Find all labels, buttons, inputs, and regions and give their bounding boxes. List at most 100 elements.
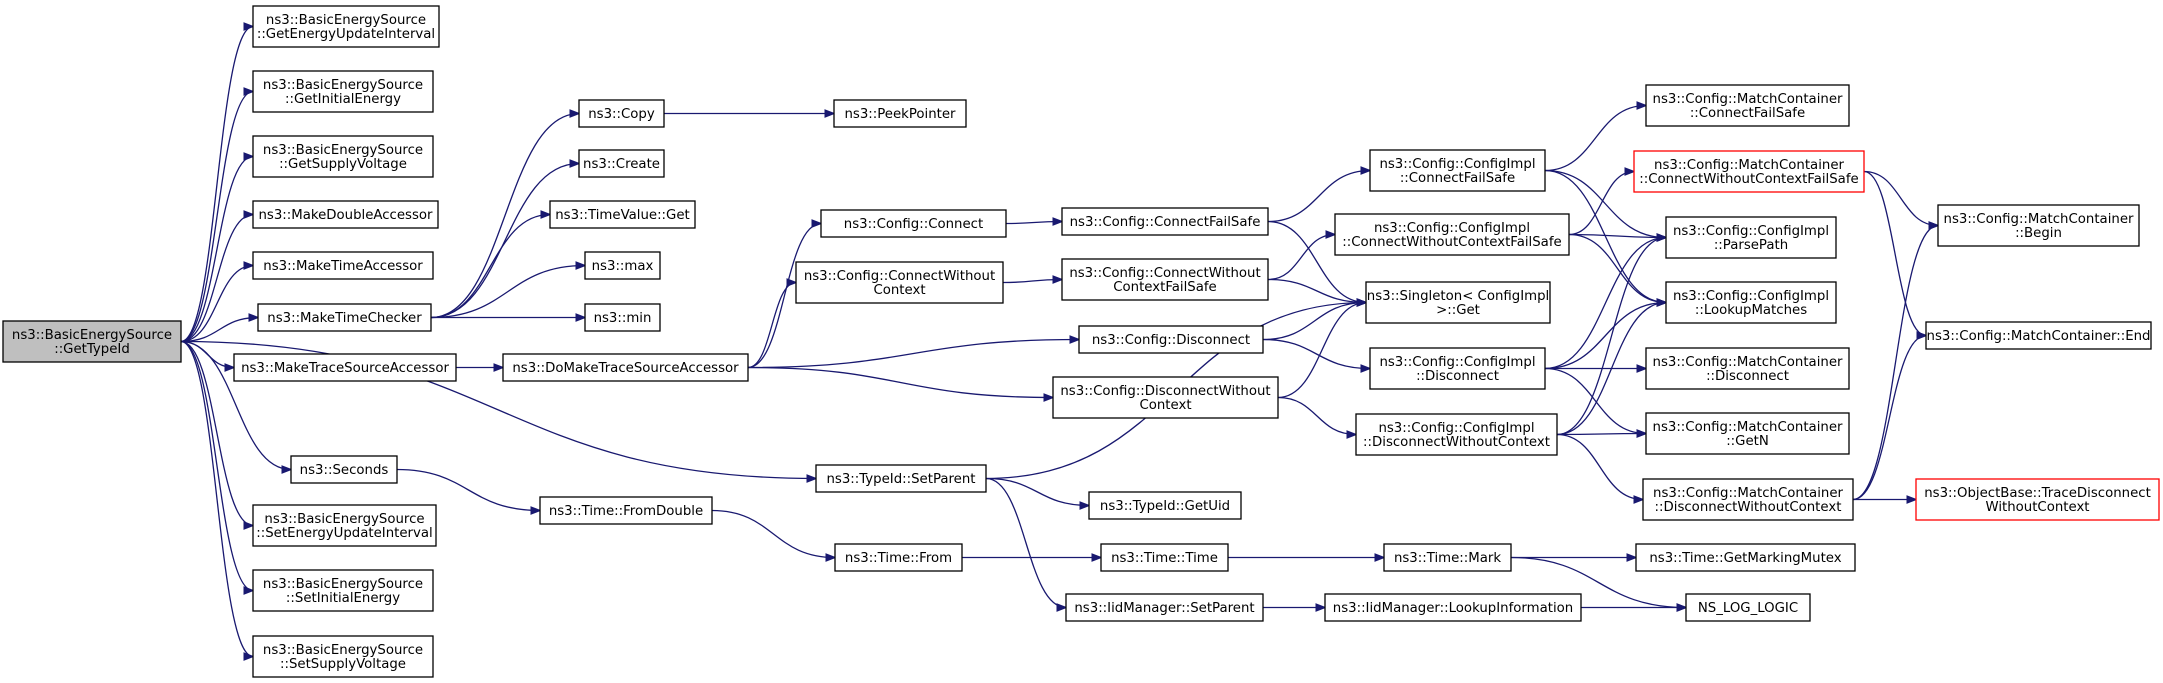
node-lookup-matches[interactable]: ns3::Config::ConfigImpl::LookupMatches bbox=[1665, 281, 1837, 324]
node-root[interactable]: ns3::BasicEnergySource::GetTypeId bbox=[2, 320, 182, 363]
node-mc-disconnect-wo[interactable]: ns3::Config::MatchContainer::DisconnectW… bbox=[1642, 478, 1854, 521]
edge-root-to-get-initial-energy bbox=[180, 92, 253, 343]
node-typeid-setparent[interactable]: ns3::TypeId::SetParent bbox=[815, 464, 987, 493]
edge-root-to-set-supply-voltage bbox=[180, 340, 253, 657]
node-trace-disconnect-wo[interactable]: ns3::ObjectBase::TraceDisconnectWithoutC… bbox=[1915, 478, 2160, 521]
node-mc-begin[interactable]: ns3::Config::MatchContainer::Begin bbox=[1937, 204, 2140, 247]
node-ns-log-logic[interactable]: NS_LOG_LOGIC bbox=[1685, 593, 1811, 622]
node-label: ns3::TimeValue::Get bbox=[555, 208, 690, 223]
edge-seconds-to-time-fromdouble bbox=[396, 468, 540, 511]
call-nodes: ns3::BasicEnergySource::GetTypeIdns3::Ba… bbox=[2, 5, 2160, 678]
node-box bbox=[1100, 543, 1229, 572]
node-do-make-trace[interactable]: ns3::DoMakeTraceSourceAccessor bbox=[502, 353, 749, 382]
node-label: ns3::Config::ConnectWithout bbox=[804, 269, 995, 284]
node-make-time-accessor[interactable]: ns3::MakeTimeAccessor bbox=[252, 251, 434, 280]
node-label: ::LookupMatches bbox=[1695, 303, 1807, 318]
node-mc-getn[interactable]: ns3::Config::MatchContainer::GetN bbox=[1645, 412, 1850, 455]
node-impl-disconnect-wo[interactable]: ns3::Config::ConfigImpl::DisconnectWitho… bbox=[1355, 413, 1558, 456]
node-label: ns3::Config::ConfigImpl bbox=[1379, 157, 1535, 172]
node-config-connect-wo[interactable]: ns3::Config::ConnectWithoutContext bbox=[795, 261, 1004, 304]
node-box bbox=[834, 543, 963, 572]
edge-root-to-get-supply-voltage bbox=[180, 157, 253, 343]
node-get-initial-energy[interactable]: ns3::BasicEnergySource::GetInitialEnergy bbox=[252, 70, 434, 113]
node-make-time-checker[interactable]: ns3::MakeTimeChecker bbox=[257, 303, 432, 332]
node-config-connect-wo-fs[interactable]: ns3::Config::ConnectWithoutContextFailSa… bbox=[1061, 258, 1269, 301]
node-box bbox=[578, 149, 665, 178]
edge-impl-connect-fs-to-lookup-matches bbox=[1544, 169, 1666, 303]
node-get-marking-mutex[interactable]: ns3::Time::GetMarkingMutex bbox=[1635, 543, 1856, 572]
node-label: ns3::Config::MatchContainer bbox=[1653, 92, 1843, 107]
node-max[interactable]: ns3::max bbox=[584, 251, 661, 280]
edge-mc-disconnect-wo-to-mc-end bbox=[1852, 336, 1926, 501]
node-label: ns3::PeekPointer bbox=[844, 107, 956, 122]
node-set-update-interval[interactable]: ns3::BasicEnergySource::SetEnergyUpdateI… bbox=[252, 504, 437, 547]
node-box bbox=[502, 353, 749, 382]
node-box bbox=[833, 99, 967, 128]
node-box bbox=[290, 455, 398, 484]
node-get-supply-voltage[interactable]: ns3::BasicEnergySource::GetSupplyVoltage bbox=[252, 135, 434, 178]
node-min[interactable]: ns3::min bbox=[584, 303, 661, 332]
node-box bbox=[549, 200, 696, 229]
node-box bbox=[1642, 478, 1854, 521]
node-time-fromdouble[interactable]: ns3::Time::FromDouble bbox=[539, 496, 713, 525]
node-label: ns3::Config::Connect bbox=[844, 217, 983, 232]
node-make-double-accessor[interactable]: ns3::MakeDoubleAccessor bbox=[252, 200, 439, 229]
edge-make-time-checker-to-max bbox=[430, 266, 585, 319]
edge-impl-connect-fs-to-parse-path bbox=[1544, 169, 1666, 238]
node-label: ::GetTypeId bbox=[54, 342, 130, 357]
node-make-trace-source-accessor[interactable]: ns3::MakeTraceSourceAccessor bbox=[233, 353, 457, 382]
node-box bbox=[1685, 593, 1811, 622]
node-mc-connect-fs[interactable]: ns3::Config::MatchContainer::ConnectFail… bbox=[1645, 84, 1850, 127]
node-mc-disconnect[interactable]: ns3::Config::MatchContainer::Disconnect bbox=[1645, 347, 1850, 390]
node-config-connect[interactable]: ns3::Config::Connect bbox=[820, 209, 1007, 238]
node-box bbox=[1324, 593, 1582, 622]
node-label: ::Disconnect bbox=[1416, 369, 1499, 384]
node-create[interactable]: ns3::Create bbox=[578, 149, 665, 178]
node-typeid-getuid[interactable]: ns3::TypeId::GetUid bbox=[1088, 491, 1242, 520]
node-config-disconnect[interactable]: ns3::Config::Disconnect bbox=[1078, 325, 1264, 354]
node-time-mark[interactable]: ns3::Time::Mark bbox=[1383, 543, 1512, 572]
node-box bbox=[1052, 376, 1279, 419]
node-label: ns3::BasicEnergySource bbox=[12, 328, 172, 343]
node-copy[interactable]: ns3::Copy bbox=[578, 99, 665, 128]
node-label: ::DisconnectWithoutContext bbox=[1363, 435, 1550, 450]
node-label: ns3::Create bbox=[583, 157, 660, 172]
node-time-from[interactable]: ns3::Time::From bbox=[834, 543, 963, 572]
edge-time-mark-to-ns-log-logic bbox=[1510, 556, 1686, 608]
node-impl-connect-fs[interactable]: ns3::Config::ConfigImpl::ConnectFailSafe bbox=[1369, 149, 1546, 192]
edge-do-make-trace-to-config-disconnect-wo bbox=[747, 366, 1053, 398]
node-impl-connect-wo-fs[interactable]: ns3::Config::ConfigImpl::ConnectWithoutC… bbox=[1334, 213, 1570, 256]
node-set-supply-voltage[interactable]: ns3::BasicEnergySource::SetSupplyVoltage bbox=[252, 635, 434, 678]
node-label: ns3::TypeId::GetUid bbox=[1100, 499, 1230, 514]
node-box bbox=[252, 504, 437, 547]
node-timevalue-get[interactable]: ns3::TimeValue::Get bbox=[549, 200, 696, 229]
node-label: ns3::Config::DisconnectWithout bbox=[1060, 384, 1270, 399]
node-mc-end[interactable]: ns3::Config::MatchContainer::End bbox=[1925, 321, 2152, 350]
node-singleton-get[interactable]: ns3::Singleton< ConfigImpl >::Get bbox=[1365, 281, 1551, 324]
node-box bbox=[1355, 413, 1558, 456]
edge-impl-connect-fs-to-mc-connect-fs bbox=[1544, 106, 1646, 172]
node-mc-connect-wo-fs[interactable]: ns3::Config::MatchContainer::ConnectWith… bbox=[1633, 150, 1865, 193]
node-box bbox=[1665, 281, 1837, 324]
node-iid-setparent[interactable]: ns3::IidManager::SetParent bbox=[1065, 593, 1264, 622]
edge-impl-disconnect-to-parse-path bbox=[1544, 238, 1666, 370]
node-get-update-interval[interactable]: ns3::BasicEnergySource::GetEnergyUpdateI… bbox=[252, 5, 440, 48]
node-impl-disconnect[interactable]: ns3::Config::ConfigImpl::Disconnect bbox=[1369, 347, 1546, 390]
node-label: ns3::Seconds bbox=[300, 463, 389, 478]
node-time-time[interactable]: ns3::Time::Time bbox=[1100, 543, 1229, 572]
node-config-disconnect-wo[interactable]: ns3::Config::DisconnectWithoutContext bbox=[1052, 376, 1279, 419]
node-box bbox=[815, 464, 987, 493]
edge-root-to-make-time-accessor bbox=[180, 266, 253, 343]
node-box bbox=[257, 303, 432, 332]
node-set-initial-energy[interactable]: ns3::BasicEnergySource::SetInitialEnergy bbox=[252, 569, 434, 612]
node-peek-pointer[interactable]: ns3::PeekPointer bbox=[833, 99, 967, 128]
node-label: ns3::MakeTraceSourceAccessor bbox=[241, 361, 449, 376]
call-edges bbox=[180, 27, 1938, 657]
node-iid-lookup[interactable]: ns3::IidManager::LookupInformation bbox=[1324, 593, 1582, 622]
node-seconds[interactable]: ns3::Seconds bbox=[290, 455, 398, 484]
edge-root-to-set-initial-energy bbox=[180, 340, 253, 591]
node-config-connect-fs[interactable]: ns3::Config::ConnectFailSafe bbox=[1061, 207, 1269, 236]
node-parse-path[interactable]: ns3::Config::ConfigImpl::ParsePath bbox=[1665, 216, 1837, 259]
node-label: ::GetN bbox=[1726, 434, 1769, 449]
